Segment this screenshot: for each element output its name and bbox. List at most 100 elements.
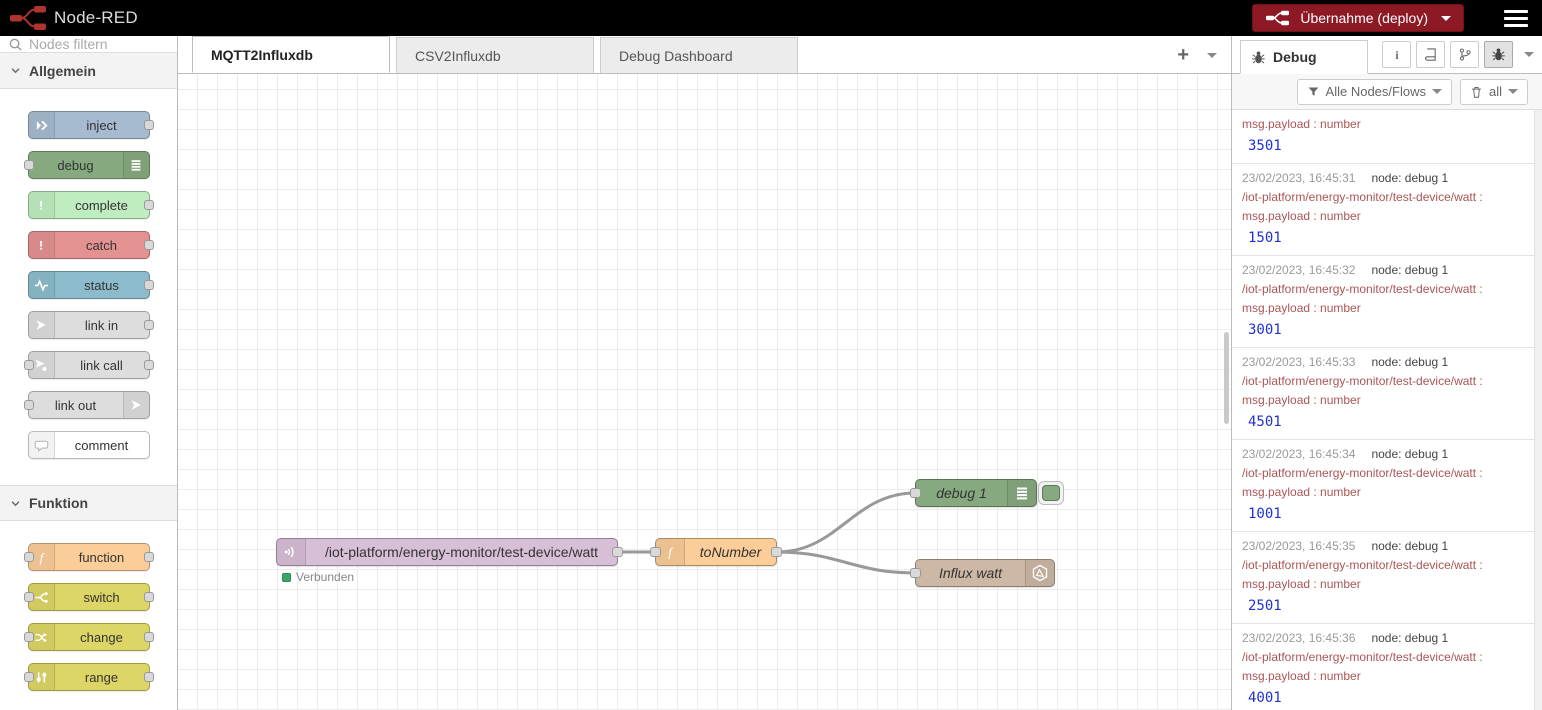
sidebar-projects-button[interactable] — [1450, 41, 1479, 68]
sidebar-tabs-caret-icon[interactable] — [1524, 52, 1534, 57]
message-topic: /iot-platform/energy-monitor/test-device… — [1242, 650, 1483, 664]
message-source: node: debug 1 — [1371, 631, 1449, 645]
tab-csv2influxdb[interactable]: CSV2Influxdb — [396, 37, 594, 73]
palette-node-switch[interactable]: switch — [23, 583, 154, 611]
palette-category-funktion[interactable]: Funktion — [0, 485, 177, 521]
input-port[interactable] — [650, 547, 661, 557]
input-port[interactable] — [23, 160, 34, 170]
message-property[interactable]: msg.payload : number — [1242, 669, 1361, 683]
input-port[interactable] — [23, 592, 34, 602]
svg-text:!: ! — [39, 198, 43, 212]
palette-node-link-call[interactable]: link call — [23, 351, 154, 379]
canvas-vertical-scrollbar[interactable] — [1224, 332, 1229, 424]
input-port[interactable] — [23, 632, 34, 642]
palette-node-comment[interactable]: comment — [27, 431, 150, 459]
flow-node-influx-watt[interactable]: Influx watt — [910, 559, 1055, 587]
input-port[interactable] — [23, 672, 34, 682]
debug-enable-toggle[interactable] — [1038, 481, 1064, 505]
palette-node-status[interactable]: status — [27, 271, 154, 299]
debug-scrollbar[interactable] — [1534, 110, 1542, 710]
message-property[interactable]: msg.payload : number — [1242, 577, 1361, 591]
palette-node-label: link out — [54, 397, 97, 413]
input-port[interactable] — [23, 400, 34, 410]
deploy-caret-icon[interactable] — [1441, 15, 1451, 21]
message-topic: /iot-platform/energy-monitor/test-device… — [1242, 374, 1483, 388]
palette-node-label: catch — [85, 237, 118, 253]
output-port[interactable] — [143, 200, 154, 210]
flow-node-mqtt-in[interactable]: /iot-platform/energy-monitor/test-device… — [276, 538, 623, 566]
tab-list-caret-icon[interactable] — [1207, 52, 1217, 58]
message-value: 1501 — [1248, 230, 1282, 246]
palette-node-link-in[interactable]: link in — [27, 311, 154, 339]
bug-icon — [1252, 51, 1265, 63]
palette-node-label: link in — [84, 317, 119, 333]
info-icon: i — [1395, 49, 1398, 61]
debug-filter-button[interactable]: Alle Nodes/Flows — [1296, 78, 1452, 105]
palette-node-link-out[interactable]: link out — [23, 391, 150, 419]
message-property[interactable]: msg.payload : number — [1242, 485, 1361, 499]
output-port[interactable] — [143, 592, 154, 602]
deploy-button[interactable]: Übernahme (deploy) — [1252, 4, 1464, 32]
palette-node-label: range — [84, 669, 119, 685]
output-port[interactable] — [143, 360, 154, 370]
input-port[interactable] — [23, 552, 34, 562]
wire-tonumber-influx[interactable] — [776, 550, 916, 575]
palette-node-catch[interactable]: ! catch — [27, 231, 154, 259]
plus-icon[interactable]: + — [1177, 44, 1189, 66]
palette-node-label: switch — [83, 589, 120, 605]
message-property[interactable]: msg.payload : number — [1242, 209, 1361, 223]
flow-node-tonumber[interactable]: f toNumber — [650, 538, 782, 566]
input-port[interactable] — [23, 360, 34, 370]
chevron-down-icon — [11, 68, 20, 74]
debug-clear-button[interactable]: all — [1459, 78, 1528, 105]
app-title: Node-RED — [54, 8, 138, 27]
output-port[interactable] — [143, 552, 154, 562]
palette-search-input[interactable] — [29, 36, 159, 52]
palette-node-debug[interactable]: debug — [23, 151, 150, 179]
output-port[interactable] — [771, 547, 782, 557]
output-port[interactable] — [143, 632, 154, 642]
sidebar-help-button[interactable] — [1416, 41, 1445, 68]
tab-debug[interactable]: Debug — [1240, 40, 1368, 74]
message-property[interactable]: msg.payload : number — [1242, 301, 1361, 315]
palette-node-inject[interactable]: inject — [27, 111, 154, 139]
output-port[interactable] — [143, 240, 154, 250]
sidebar-info-button[interactable]: i — [1382, 41, 1411, 68]
palette-search[interactable] — [0, 36, 177, 53]
tab-mqtt2influxdb[interactable]: MQTT2Influxdb — [192, 36, 390, 73]
message-property[interactable]: msg.payload : number — [1242, 117, 1361, 131]
book-icon — [1425, 48, 1436, 61]
flow-canvas[interactable]: /iot-platform/energy-monitor/test-device… — [178, 74, 1231, 710]
flow-node-debug1[interactable]: debug 1 — [910, 479, 1037, 507]
svg-text:!: ! — [39, 238, 43, 252]
tab-debug-dashboard[interactable]: Debug Dashboard — [600, 37, 798, 73]
debug-sidebar: Debug i — [1231, 36, 1542, 710]
palette-category-allgemein[interactable]: Allgemein — [0, 53, 177, 89]
message-source: node: debug 1 — [1371, 539, 1449, 553]
hamburger-menu-icon[interactable] — [1504, 9, 1528, 27]
palette-node-complete[interactable]: !complete — [27, 191, 154, 219]
workspace: MQTT2Influxdb CSV2Influxdb Debug Dashboa… — [178, 36, 1231, 710]
palette-category-label: Funktion — [29, 495, 89, 511]
output-port[interactable] — [143, 672, 154, 682]
input-port[interactable] — [910, 488, 921, 498]
wire-tonumber-debug[interactable] — [776, 491, 916, 554]
output-port[interactable] — [143, 280, 154, 290]
output-port[interactable] — [143, 120, 154, 130]
input-port[interactable] — [910, 568, 921, 578]
palette-node-range[interactable]: range — [23, 663, 154, 691]
message-property[interactable]: msg.payload : number — [1242, 393, 1361, 407]
message-topic: /iot-platform/energy-monitor/test-device… — [1242, 282, 1483, 296]
output-port[interactable] — [143, 320, 154, 330]
output-port[interactable] — [612, 547, 623, 557]
palette-node-change[interactable]: change — [23, 623, 154, 651]
sidebar-debug-button[interactable] — [1484, 41, 1513, 68]
